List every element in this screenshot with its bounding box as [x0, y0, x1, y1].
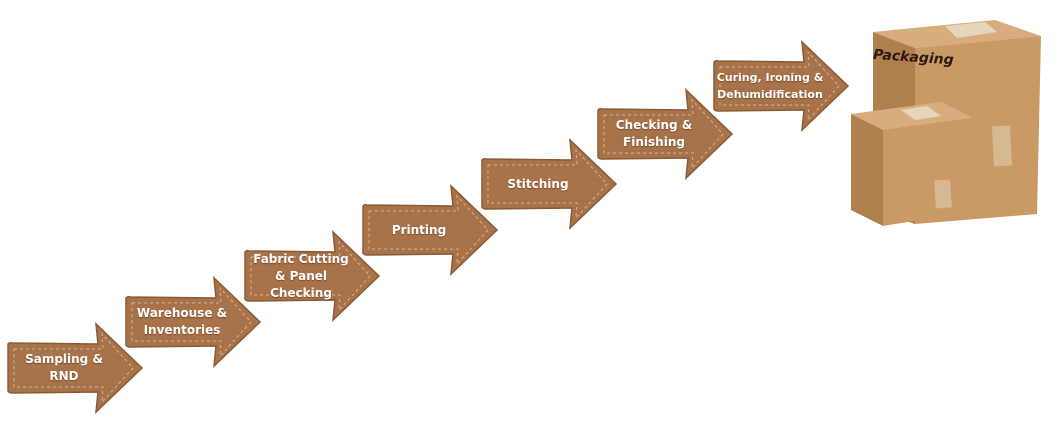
burlap-arrow-icon — [362, 184, 499, 276]
large-box-tape — [945, 22, 997, 38]
arrow-stitch — [368, 194, 489, 266]
small-box-side — [883, 118, 973, 226]
arrow-stitch — [250, 240, 371, 312]
step-printing: Printing — [361, 184, 499, 276]
step-label: Curing, Ironing & Dehumidification — [716, 71, 824, 101]
arrow-body — [597, 88, 734, 180]
step-label: Printing — [391, 222, 447, 237]
cardboard-box-icon — [851, 20, 1041, 226]
small-box-tape-side — [934, 179, 952, 209]
small-box-tape — [901, 106, 941, 120]
burlap-arrow-icon — [244, 230, 381, 322]
arrow-body — [244, 230, 381, 322]
step-sampling-rnd: Sampling & RND — [6, 322, 144, 414]
burlap-arrow-icon — [597, 88, 734, 180]
burlap-arrow-icon — [481, 138, 618, 230]
step-warehouse-inventories: Warehouse & Inventories — [124, 276, 262, 368]
burlap-arrow-icon — [125, 276, 262, 368]
arrow-stitch — [131, 286, 252, 358]
arrow-stitch — [487, 148, 608, 220]
arrow-body — [125, 276, 262, 368]
step-label: Checking & Finishing — [615, 118, 693, 149]
arrow-body — [713, 40, 850, 132]
step-label: Stitching — [507, 176, 569, 191]
arrow-body — [7, 322, 144, 414]
arrow-body — [481, 138, 618, 230]
arrow-body — [362, 184, 499, 276]
small-box-front — [851, 114, 883, 226]
burlap-arrow-icon — [713, 40, 850, 132]
arrow-stitch — [603, 98, 724, 170]
packaging-boxes: Packaging — [845, 14, 1045, 236]
arrow-stitch — [13, 332, 134, 404]
step-label: Warehouse & Inventories — [136, 306, 228, 337]
arrow-stitch — [719, 50, 840, 122]
step-stitching: Stitching — [480, 138, 618, 230]
step-curing-ironing: Curing, Ironing & Dehumidification — [712, 40, 850, 132]
step-label: Fabric Cutting & Panel Checking — [253, 251, 349, 300]
step-label: Sampling & RND — [25, 352, 103, 383]
step-fabric-cutting: Fabric Cutting & Panel Checking — [243, 230, 381, 322]
step-checking-finishing: Checking & Finishing — [596, 88, 734, 180]
large-box-tape-side — [991, 125, 1013, 167]
burlap-arrow-icon — [7, 322, 144, 414]
